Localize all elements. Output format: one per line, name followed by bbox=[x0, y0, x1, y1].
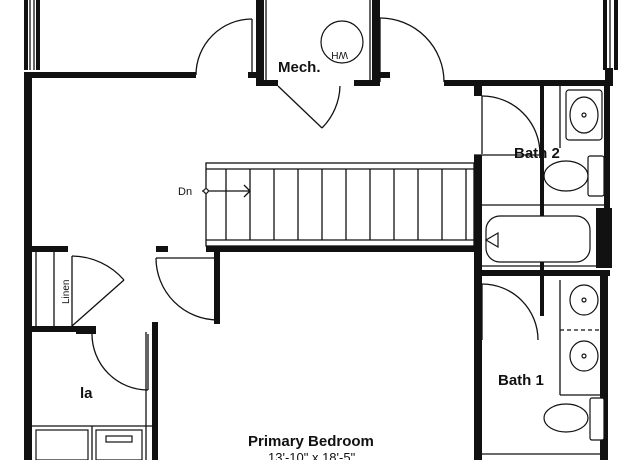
fixtures bbox=[35, 20, 605, 460]
laundry-partial-label: la bbox=[80, 385, 93, 402]
mech-room-label: Mech. bbox=[278, 59, 321, 76]
water-heater-icon bbox=[320, 20, 364, 64]
bath1-room-label: Bath 1 bbox=[498, 372, 544, 389]
labels: Mech. Bath 2 Bath 1 Primary Bedroom 13'-… bbox=[61, 49, 560, 460]
stairs bbox=[202, 162, 475, 247]
bath2-room-label: Bath 2 bbox=[514, 145, 560, 162]
water-heater-label: WH bbox=[331, 49, 348, 60]
toilet-icon bbox=[587, 155, 605, 197]
bathtub-icon bbox=[485, 215, 591, 263]
primary-bedroom-label: Primary Bedroom bbox=[248, 433, 374, 450]
thin-lines bbox=[29, 0, 611, 460]
primary-bedroom-dims: 13'-10" x 18'-5" bbox=[268, 450, 356, 460]
toilet-icon bbox=[589, 397, 605, 441]
doors bbox=[71, 17, 541, 391]
linen-closet-label: Linen bbox=[61, 280, 72, 304]
stairs-down-label: Dn bbox=[178, 186, 192, 198]
walls bbox=[24, 0, 618, 460]
